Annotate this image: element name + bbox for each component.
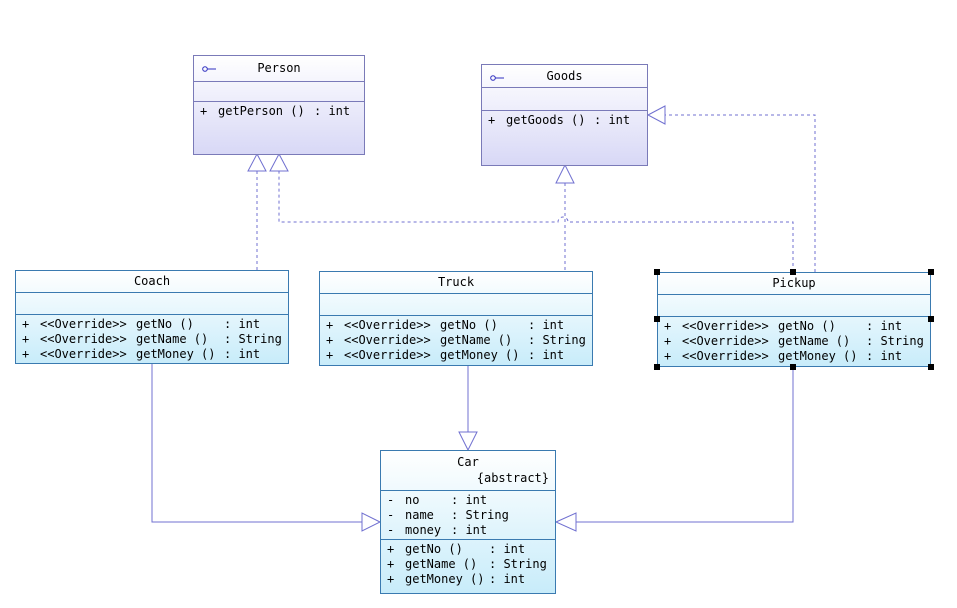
interface-goods-name: Goods (546, 69, 583, 83)
operation-row[interactable]: + <<Override>> getMoney () : int (22, 347, 261, 361)
interface-person-header: Person (194, 56, 364, 81)
class-coach-name: Coach (133, 274, 171, 288)
class-car-header: Car {abstract} (381, 451, 555, 490)
class-coach[interactable]: Coach + <<Override>> getNo () : int + <<… (15, 270, 289, 364)
class-pickup[interactable]: Pickup + <<Override>> getNo () : int + <… (657, 272, 931, 367)
realization-pickup-person[interactable] (278, 171, 794, 272)
attribute-row[interactable]: - money : int (387, 523, 488, 537)
class-truck-operations: + <<Override>> getNo () : int + <<Overri… (320, 315, 592, 364)
class-truck-header: Truck (320, 272, 592, 293)
class-coach-attributes (16, 292, 288, 314)
arrowhead-car-left (361, 512, 382, 532)
arrowhead-person-right (269, 152, 289, 172)
operation-row[interactable]: + <<Override>> getNo () : int (326, 318, 565, 332)
interface-icon (490, 75, 504, 81)
resize-handle-nw[interactable] (654, 269, 660, 275)
class-car-attributes: - no : int - name : String - money : int (381, 490, 555, 539)
operation-row[interactable]: + <<Override>> getNo () : int (22, 317, 261, 331)
interface-person-attributes (194, 81, 364, 101)
arrowhead-person-left (247, 152, 267, 172)
arrowhead-car-top (458, 431, 478, 452)
arrowhead-car-right (554, 512, 577, 532)
arrowhead-goods-right (646, 105, 666, 125)
class-pickup-name: Pickup (772, 276, 816, 290)
realization-pickup-goods[interactable] (665, 114, 816, 272)
interface-goods-operations: + getGoods () : int (482, 110, 647, 129)
class-pickup-attributes (658, 294, 930, 316)
interface-person-name: Person (257, 61, 301, 75)
attribute-row[interactable]: - no : int (387, 493, 488, 507)
class-truck[interactable]: Truck + <<Override>> getNo () : int + <<… (319, 271, 593, 366)
interface-person[interactable]: Person + getPerson () : int (193, 55, 365, 155)
operation-row[interactable]: + getName () : String (387, 557, 547, 571)
class-truck-attributes (320, 293, 592, 315)
resize-handle-s[interactable] (790, 364, 796, 370)
class-car-operations: + getNo () : int + getName () : String +… (381, 539, 555, 588)
class-pickup-operations: + <<Override>> getNo () : int + <<Overri… (658, 316, 930, 365)
class-pickup-header: Pickup (658, 273, 930, 294)
class-coach-header: Coach (16, 271, 288, 292)
class-car-name: Car (457, 455, 479, 469)
operation-row[interactable]: + getGoods () : int (488, 113, 631, 127)
resize-handle-sw[interactable] (654, 364, 660, 370)
interface-goods[interactable]: Goods + getGoods () : int (481, 64, 648, 166)
class-car-modifier: {abstract} (476, 471, 549, 485)
interface-icon (202, 66, 216, 72)
operation-row[interactable]: + getMoney () : int (387, 572, 526, 586)
arrowhead-goods-bottom (555, 163, 575, 184)
operation-row[interactable]: + <<Override>> getName () : String (326, 333, 586, 347)
resize-handle-w[interactable] (654, 316, 660, 322)
operation-row[interactable]: + <<Override>> getMoney () : int (326, 348, 565, 362)
operation-row[interactable]: + <<Override>> getName () : String (22, 332, 282, 346)
class-coach-operations: + <<Override>> getNo () : int + <<Overri… (16, 314, 288, 363)
interface-goods-header: Goods (482, 65, 647, 87)
class-car[interactable]: Car {abstract} - no : int - name : Strin… (380, 450, 556, 594)
operation-row[interactable]: + <<Override>> getName () : String (664, 334, 924, 348)
generalization-coach-car[interactable] (151, 364, 362, 523)
operation-row[interactable]: + <<Override>> getNo () : int (664, 319, 903, 333)
generalization-pickup-car[interactable] (576, 367, 794, 523)
operation-row[interactable]: + getPerson () : int (200, 104, 351, 118)
resize-handle-n[interactable] (790, 269, 796, 275)
resize-handle-e[interactable] (928, 316, 934, 322)
attribute-row[interactable]: - name : String (387, 508, 509, 522)
resize-handle-ne[interactable] (928, 269, 934, 275)
operation-row[interactable]: + <<Override>> getMoney () : int (664, 349, 903, 363)
interface-goods-attributes (482, 87, 647, 110)
class-truck-name: Truck (437, 275, 475, 289)
operation-row[interactable]: + getNo () : int (387, 542, 526, 556)
resize-handle-se[interactable] (928, 364, 934, 370)
interface-person-operations: + getPerson () : int (194, 101, 364, 120)
